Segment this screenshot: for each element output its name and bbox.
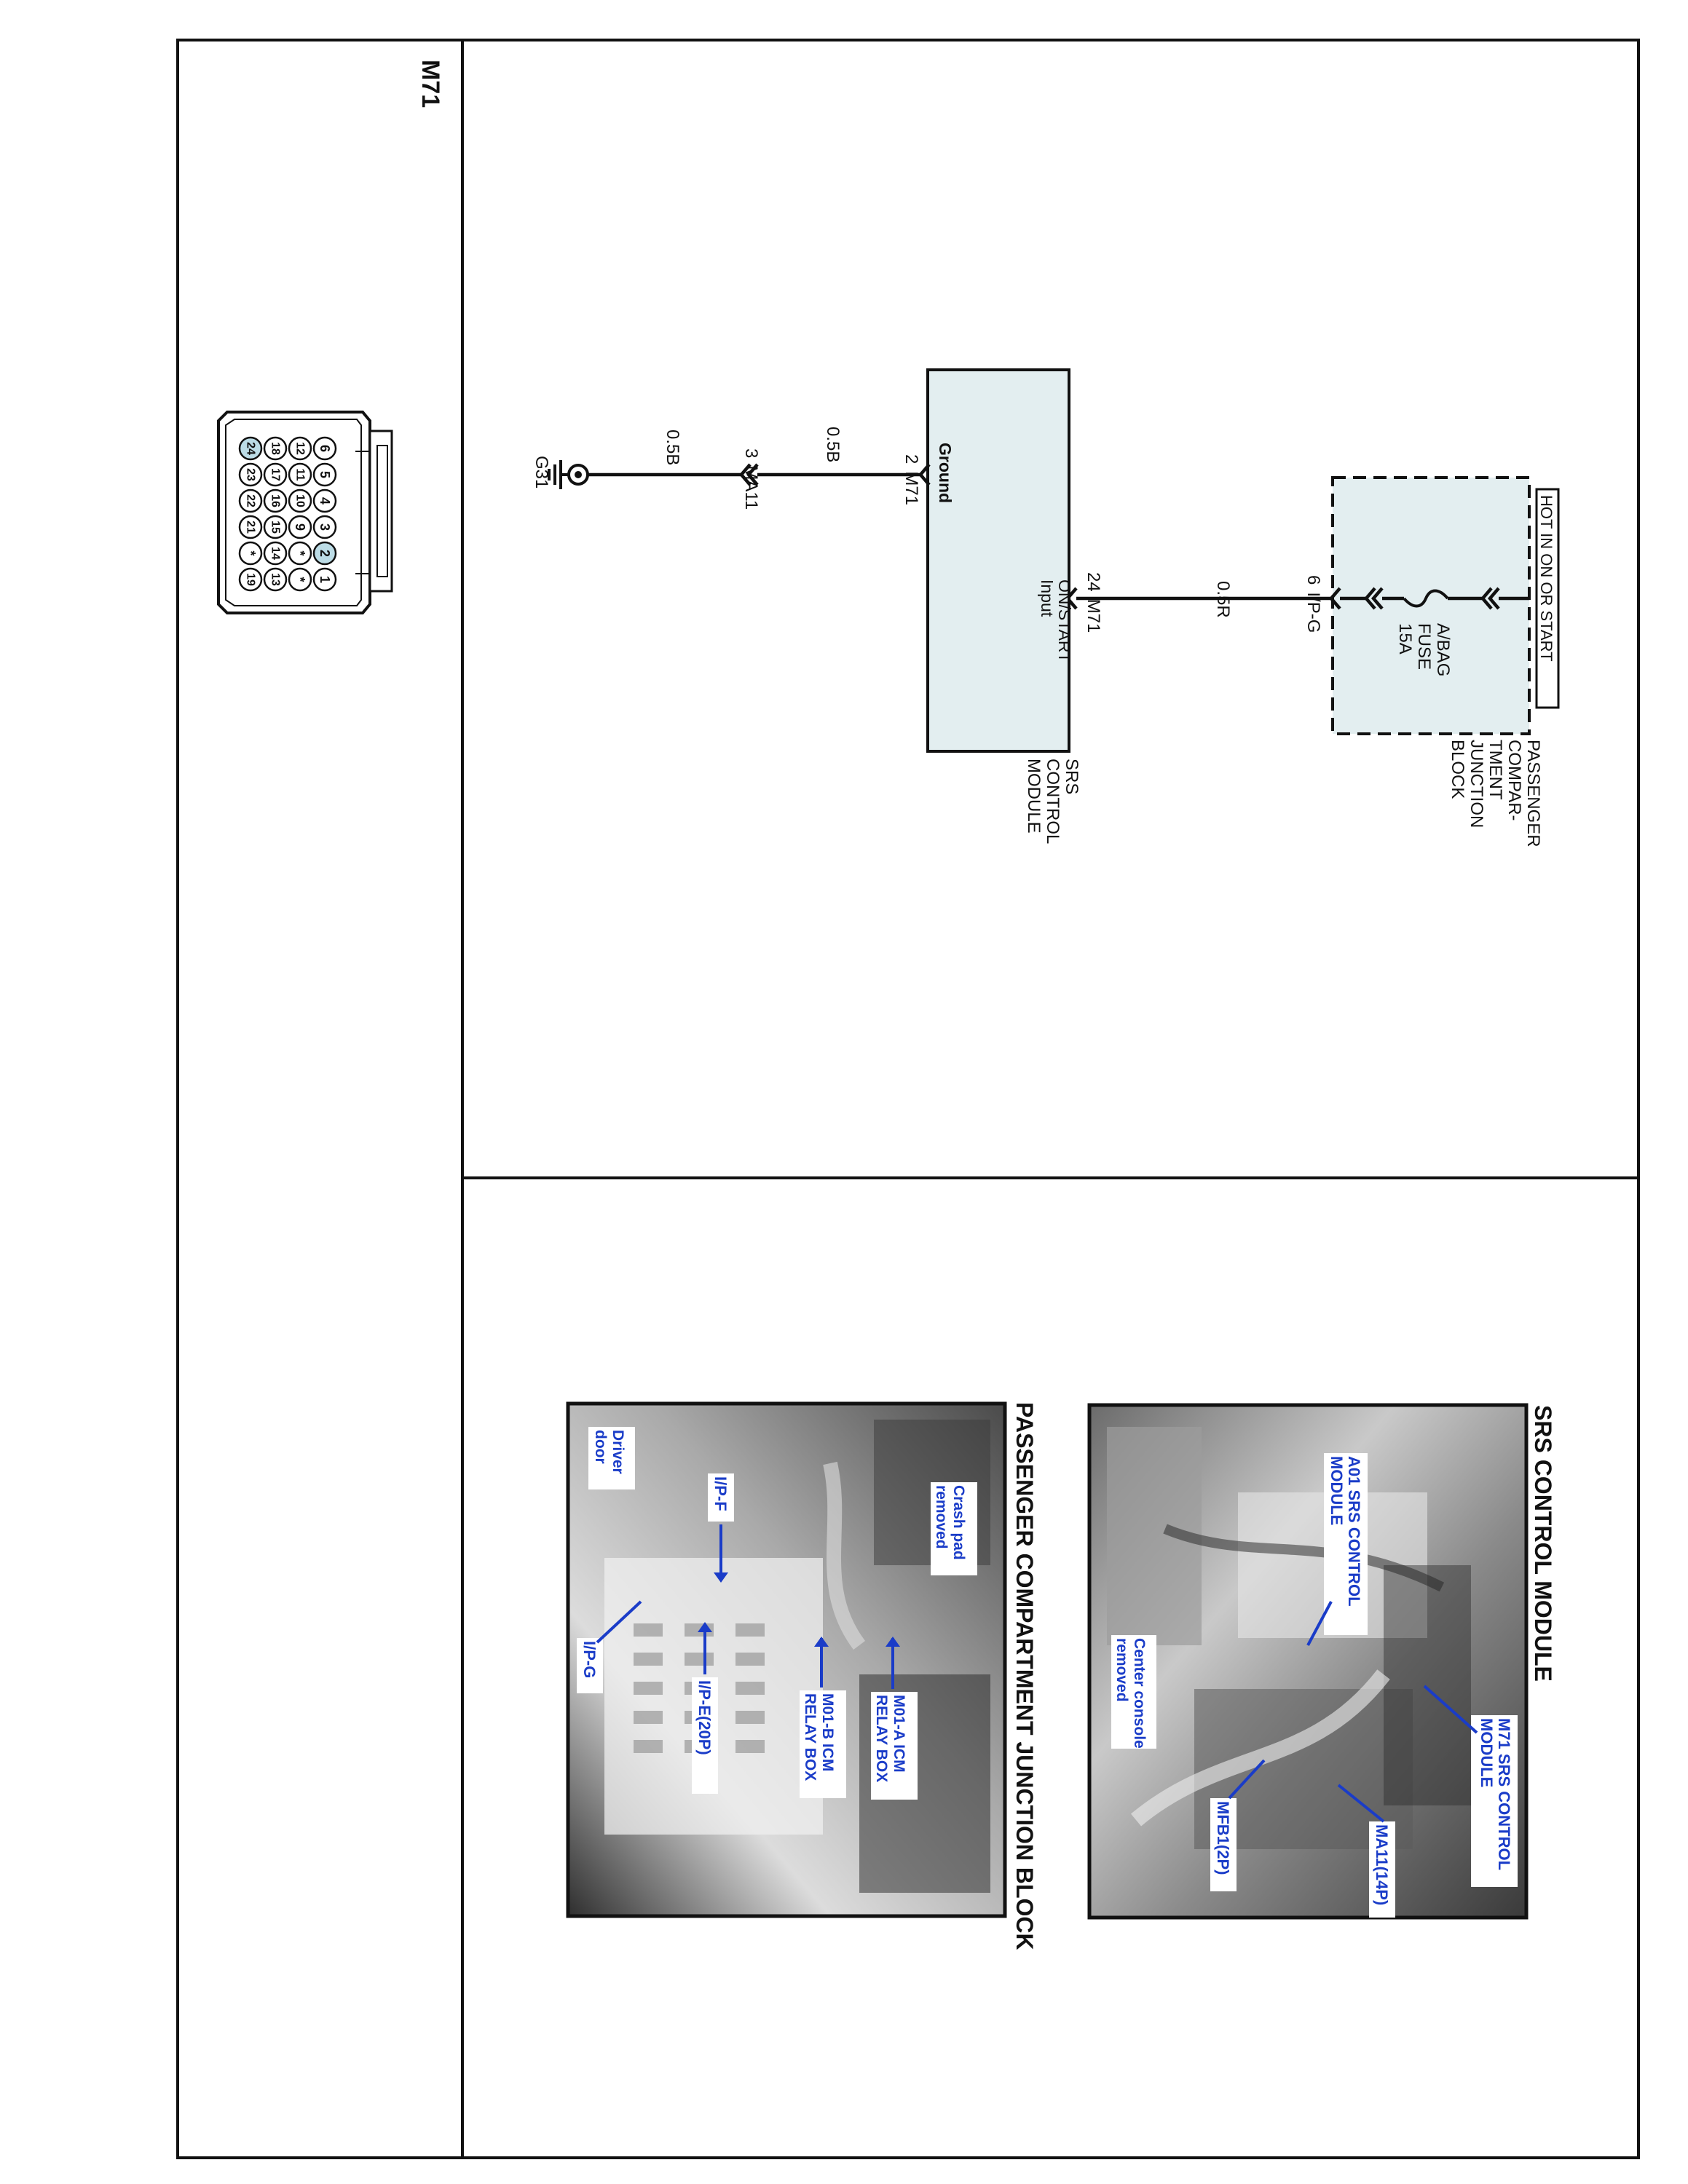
- connector-pin: [238, 541, 263, 566]
- label-center-console-removed: Center console removed: [1113, 1638, 1148, 1753]
- srs-control-module-box: [926, 368, 1070, 753]
- junction-block-outline: [1331, 476, 1531, 735]
- connector-pin-number: 13: [269, 573, 282, 586]
- connector-pin: [288, 462, 312, 487]
- ground-point-label: G31: [532, 456, 551, 488]
- connector-pin-number: 17: [269, 468, 282, 481]
- connector-pin-number: 10: [294, 494, 307, 507]
- end-wire-color: 0.5B: [663, 430, 682, 465]
- supply-label-box: HOT IN ON OR START: [1535, 488, 1560, 709]
- connector-pin: [312, 462, 337, 487]
- connector-pin-number: 16: [269, 494, 282, 507]
- connector-pin: [238, 488, 263, 513]
- connector-pin: [238, 515, 263, 539]
- label-ip-e: I/P-E(20P): [695, 1680, 714, 1755]
- label-mfb1: MFB1(2P): [1214, 1801, 1232, 1875]
- mid-wire-color: 0.5B: [823, 427, 843, 462]
- connector-pin-number: 4: [318, 497, 332, 505]
- module-label: SRS CONTROL MODULE: [1024, 759, 1081, 848]
- connector-pin-number: 5: [318, 471, 332, 478]
- label-crash-pad-removed: Crash pad removed: [933, 1485, 967, 1564]
- connector-latch: [368, 430, 393, 593]
- fuse-label: A/BAG FUSE 15A: [1395, 623, 1453, 681]
- ground-pin-connector: 2M71: [902, 454, 921, 505]
- connector-pin-number: 22: [245, 494, 257, 507]
- connector-pin-number: 12: [294, 442, 307, 455]
- label-ip-f: I/P-F: [711, 1476, 730, 1511]
- label-ip-g: I/P-G: [580, 1641, 599, 1678]
- connector-pin-number: 18: [269, 442, 282, 455]
- connector-title: M71: [417, 60, 444, 108]
- srs-photo-title: SRS CONTROL MODULE: [1530, 1405, 1556, 1682]
- connector-pin: [288, 541, 312, 566]
- connector-pin: [263, 567, 288, 592]
- connector-pin-number: *: [243, 550, 258, 555]
- label-ma11: MA11(14P): [1373, 1824, 1391, 1905]
- connector-pin-number: 24: [245, 442, 257, 455]
- supply-wire-color: 0.5R: [1213, 581, 1233, 618]
- input-terminal-label: ON/START Input: [1038, 579, 1074, 667]
- connector-pin: [288, 436, 312, 461]
- connector-pin: [312, 436, 337, 461]
- connector-pin: [312, 515, 337, 539]
- input-pin-connector: 24M71: [1084, 572, 1103, 633]
- label-driver-door: Driver door: [592, 1430, 626, 1479]
- schematic-section: HOT IN ON OR START PASSENGER COMPAR- TME…: [532, 368, 1560, 852]
- supply-pin-connector: 6I/P-G: [1304, 575, 1323, 633]
- junction-photo-title: PASSENGER COMPARTMENT JUNCTION BLOCK: [1011, 1402, 1038, 1950]
- connector-pin: [238, 462, 263, 487]
- label-m01-b-icm-relay-box: M01-B ICM RELAY BOX: [802, 1693, 836, 1781]
- connector-pin: [312, 541, 337, 566]
- connector-pin: [263, 462, 288, 487]
- connector-pin: [312, 567, 337, 592]
- connector-pin-number: 1: [318, 576, 332, 583]
- connector-pin-number: 2: [318, 550, 332, 557]
- connector-pin-number: 11: [294, 469, 307, 481]
- ground-symbol-icon: [548, 460, 589, 489]
- connector-pin: [263, 488, 288, 513]
- connector-panel: M71 6543211211109**18171615141324232221*…: [217, 60, 444, 614]
- connector-pin-number: *: [293, 550, 307, 555]
- ground-terminal-label: Ground: [936, 443, 955, 503]
- supply-label: HOT IN ON OR START: [1537, 495, 1555, 662]
- label-m71-srs-control-module: M71 SRS CONTROL MODULE: [1478, 1718, 1513, 1875]
- connector-pin-number: 21: [245, 521, 257, 534]
- srs-module-photo: [1087, 1403, 1529, 1920]
- junction-block-label: PASSENGER COMPAR- TMENT JUNCTION BLOCK: [1448, 740, 1543, 852]
- connector-pin: [288, 567, 312, 592]
- connector-pin: [263, 436, 288, 461]
- photos-section: SRS CONTROL MODULE A01 SRS CONTROL MODUL…: [566, 1401, 1556, 1950]
- connector-pin-number: 23: [245, 468, 257, 481]
- junction-photo-labels: Driver door I/P-F Crash pad removed M01-…: [577, 1427, 977, 1800]
- page-frame: [176, 39, 1640, 2159]
- fuse-icon: [1403, 589, 1449, 608]
- label-m01-a-icm-relay-box: M01-A ICM RELAY BOX: [873, 1695, 907, 1782]
- connector-pin-number: 9: [293, 523, 307, 531]
- srs-photo-labels: A01 SRS CONTROL MODULE M71 SRS CONTROL M…: [1111, 1453, 1518, 1918]
- splice-pin-connector: 3MA11: [741, 448, 761, 510]
- connector-pin-number: 19: [245, 573, 257, 586]
- connector-pin-number: 15: [269, 521, 282, 534]
- connector-pin: [263, 515, 288, 539]
- connector-pin: [238, 436, 263, 461]
- connector-pin-number: 14: [269, 547, 282, 560]
- connector-pin: [312, 488, 337, 513]
- ground-wire: 2M71 0.5B 3MA11 0.5B G31: [532, 427, 931, 510]
- label-a01-srs-control-module: A01 SRS CONTROL MODULE: [1328, 1456, 1363, 1610]
- connector-pin: [238, 567, 263, 592]
- connector-pin: [263, 541, 288, 566]
- connector-pin-number: *: [293, 577, 307, 582]
- connector-pin: [288, 515, 312, 539]
- connector-pin: [288, 488, 312, 513]
- connector-pin-number: 6: [318, 445, 332, 452]
- connector-pin-number: 3: [318, 523, 332, 531]
